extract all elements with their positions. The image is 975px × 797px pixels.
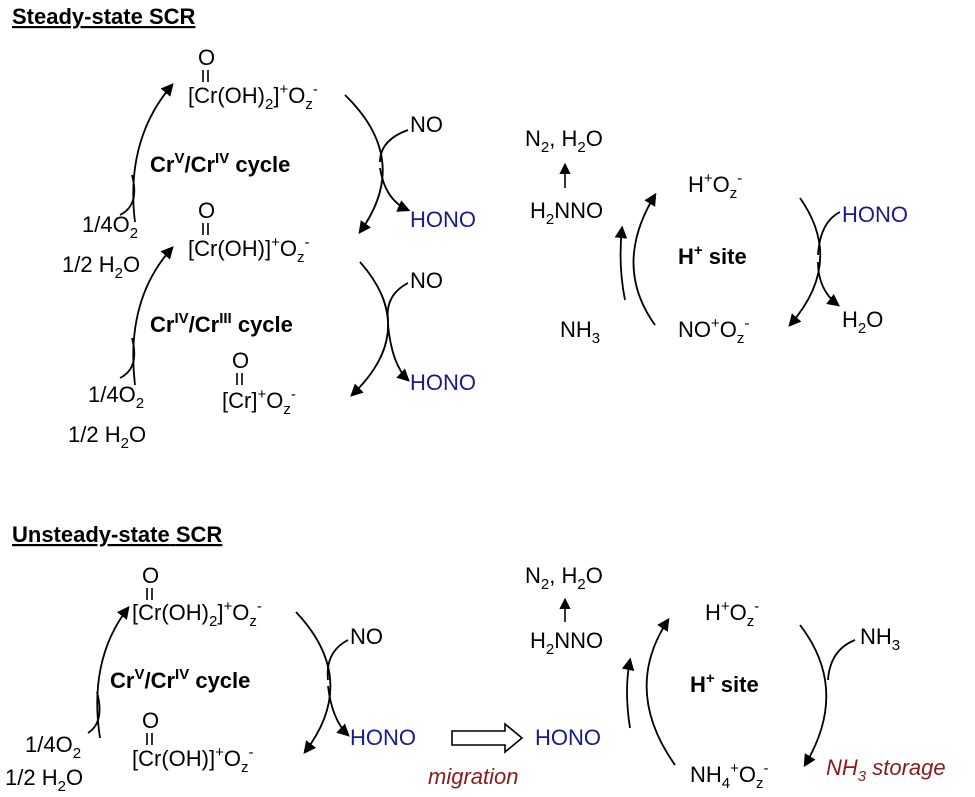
arc-no-in-upper — [379, 129, 409, 163]
arc-nh3-to-h2nno — [614, 225, 628, 301]
arc-o2-feed-upper — [119, 174, 136, 216]
cycle-label-v-iv: CrV/CrIV cycle — [150, 150, 290, 177]
u-cycle-label: CrV/CrIV cycle — [110, 666, 250, 693]
arc-hono-in — [817, 211, 841, 256]
u-cr-iv-species: O [Cr(OH)]+Oz- — [132, 708, 253, 776]
cr-v-species: O [Cr(OH)2]+Oz- — [188, 45, 318, 113]
u-arc-right — [295, 611, 332, 755]
arc-right-lower — [350, 261, 390, 397]
cycle-label-iv-iii: CrIV/CrIII cycle — [150, 310, 293, 337]
u-arc-no-in — [326, 639, 349, 681]
unsteady-state-section: Unsteady-state SCR O [Cr(OH)2]+Oz- O [Cr… — [5, 522, 946, 795]
u-h-oz-label: H+Oz- — [705, 598, 759, 630]
migration-arrow — [451, 722, 524, 754]
u-hono-right-label: HONO — [535, 725, 601, 750]
u-cr-v-species: O [Cr(OH)2]+Oz- — [132, 563, 262, 630]
cr-iv-formula: [Cr(OH)]+Oz- — [188, 234, 309, 266]
cr-v-formula: [Cr(OH)2]+Oz- — [188, 81, 318, 113]
o2-label-2: 1/4O2 — [88, 382, 144, 412]
arc-right-upper — [344, 94, 384, 235]
hono-label-2: HONO — [410, 370, 476, 395]
u-nh3-in-label: NH3 — [860, 624, 900, 654]
arc-left-lower — [132, 246, 174, 386]
u-o2-label: 1/4O2 — [25, 732, 81, 762]
nh3-storage-label: NH3 storage — [826, 755, 946, 785]
u-arc-h-left — [645, 617, 676, 766]
arc-hono-out-upper — [379, 167, 411, 212]
hono-label-1: HONO — [410, 207, 476, 232]
u-h2nno-label: H2NNO — [530, 628, 603, 658]
nh3-label: NH3 — [560, 317, 600, 347]
o2-label-1: 1/4O2 — [82, 212, 138, 242]
arc-left-upper — [132, 83, 174, 223]
h-oz-label: H+Oz- — [688, 170, 742, 202]
oxo-o: O — [142, 563, 159, 588]
h2o-label-1: 1/2 H2O — [62, 252, 140, 282]
steady-state-section: Steady-state SCR O [Cr(OH)2]+Oz- O [Cr(O… — [12, 4, 908, 452]
u-cr-v-formula: [Cr(OH)2]+Oz- — [132, 598, 262, 630]
oxo-o: O — [232, 348, 249, 373]
steady-header-label: Steady-state SCR — [12, 4, 196, 29]
arc-no-in-lower — [386, 282, 409, 321]
u-h2o-label: 1/2 H2O — [5, 765, 83, 795]
nh4-oz-label: NH4+Oz- — [690, 760, 769, 792]
arc-hono-out-lower — [387, 324, 410, 382]
unsteady-h-site-cycle: N2, H2O H2NNO H+Oz- H+ site NH3 NH4+Oz- … — [525, 563, 946, 792]
hono-label-h: HONO — [842, 202, 908, 227]
unsteady-header-label: Unsteady-state SCR — [12, 522, 222, 547]
arc-o2-feed-lower — [119, 337, 136, 379]
h2o-label-2: 1/2 H2O — [68, 422, 146, 452]
no-oz-label: NO+Oz- — [678, 315, 749, 347]
migration-label: migration — [428, 764, 518, 789]
oxo-o: O — [198, 198, 215, 223]
u-h-site-label: H+ site — [690, 670, 759, 697]
u-arc-nh3-in — [827, 639, 856, 681]
cr-iii-formula: [Cr]+Oz- — [222, 386, 296, 418]
h2o-out-label: H2O — [842, 307, 883, 337]
u-arc-o2-feed — [87, 691, 101, 734]
cr-iv-species: O [Cr(OH)]+Oz- — [188, 198, 309, 266]
u-arc-h-right — [799, 624, 828, 768]
u-cr-iv-formula: [Cr(OH)]+Oz- — [132, 744, 253, 776]
steady-h-site-cycle: N2, H2O H2NNO H+Oz- H+ site HONO H2O NH3… — [525, 126, 908, 347]
u-arc-hono-out — [327, 685, 350, 737]
u-n2-h2o-label: N2, H2O — [525, 563, 603, 593]
arc-h-right — [788, 197, 822, 327]
cr-iii-species: O [Cr]+Oz- — [222, 348, 296, 418]
u-hono-left-label: HONO — [350, 725, 416, 750]
h-site-label: H+ site — [678, 242, 747, 269]
h2nno-label: H2NNO — [530, 198, 603, 228]
no-label-1: NO — [410, 112, 443, 137]
u-no-label: NO — [350, 624, 383, 649]
u-arc-hono-to-h2nno — [621, 657, 635, 729]
oxo-o: O — [198, 45, 215, 70]
no-label-2: NO — [410, 268, 443, 293]
oxo-o: O — [142, 708, 159, 733]
arc-h-left — [632, 192, 657, 326]
arc-h2o-out — [817, 261, 841, 307]
n2-h2o-label: N2, H2O — [525, 126, 603, 156]
